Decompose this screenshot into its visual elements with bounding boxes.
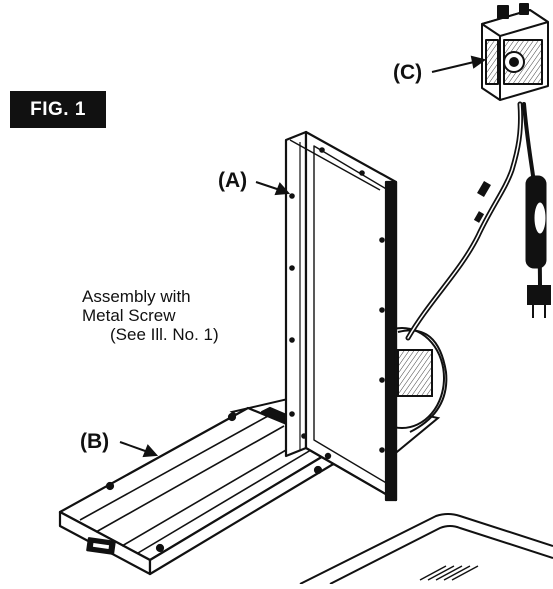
callout-arrow-b xyxy=(119,441,159,458)
assembly-note-line1: Assembly with xyxy=(82,287,191,306)
callout-label-b: (B) xyxy=(80,430,110,453)
part-a-panel xyxy=(284,130,398,502)
cord-clip xyxy=(473,180,491,223)
callout-label-c: (C) xyxy=(393,61,423,84)
callout-arrow-a xyxy=(255,181,291,196)
part-b-tray xyxy=(58,406,342,576)
assembly-note-line2: Metal Screw xyxy=(82,306,176,325)
plug xyxy=(527,285,551,318)
cord-coil xyxy=(525,175,547,269)
part-c-control-box xyxy=(481,3,549,101)
assembly-note: Assembly with Metal Screw (See Ill. No. … xyxy=(82,287,302,344)
assembly-note-line3: (See Ill. No. 1) xyxy=(110,325,219,344)
power-cord xyxy=(405,101,542,341)
counter-edge xyxy=(299,513,553,585)
figure-label: FIG. 1 xyxy=(10,91,106,128)
callout-arrow-c xyxy=(431,55,487,73)
callout-label-a: (A) xyxy=(218,169,248,192)
